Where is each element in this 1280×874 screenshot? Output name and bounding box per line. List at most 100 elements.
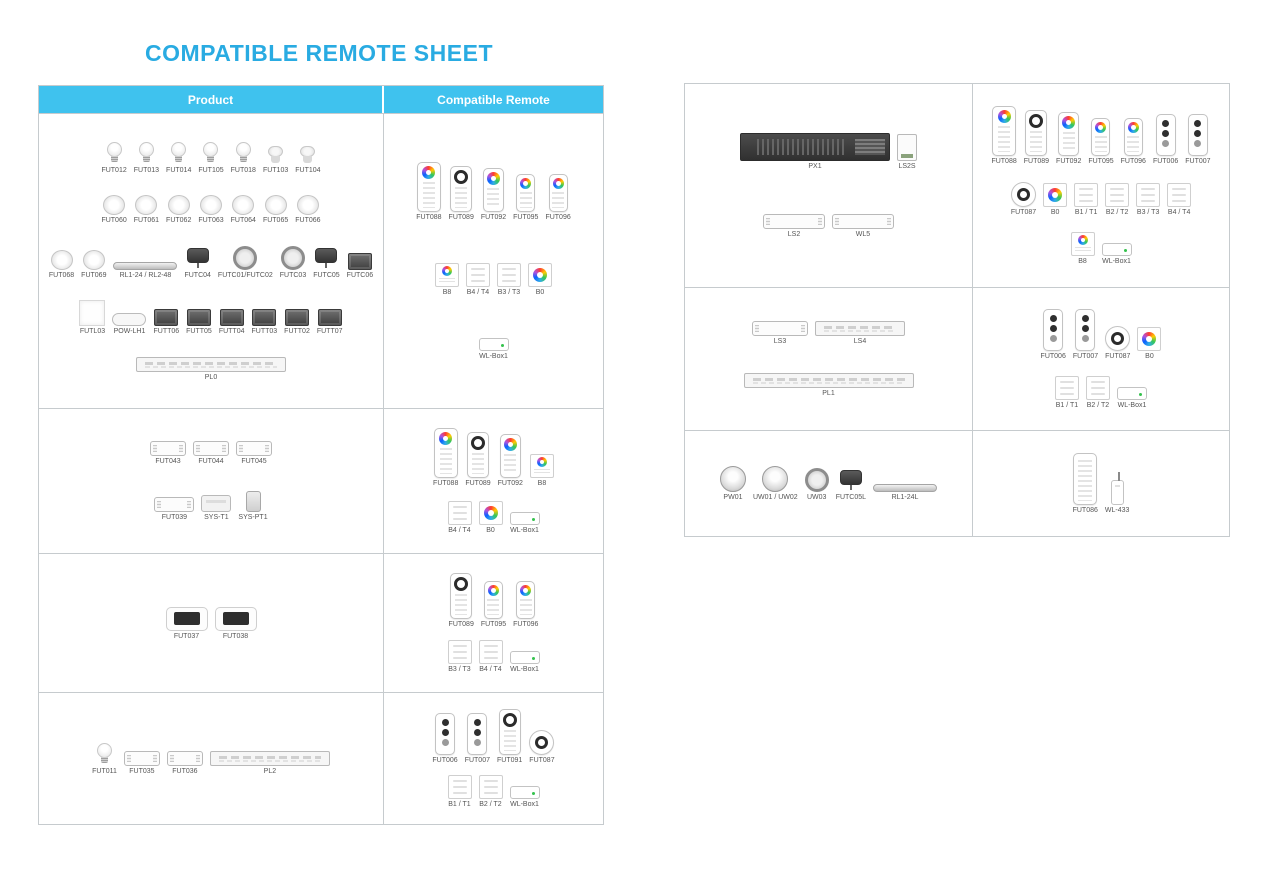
- panel-w-icon: [1105, 182, 1130, 207]
- item-label: FUTC06: [346, 271, 374, 279]
- strip-icon: [136, 356, 286, 372]
- remote-line: WL-Box1: [388, 338, 599, 360]
- item-label: LS3: [773, 338, 787, 346]
- remote-item: FUT095: [1088, 118, 1114, 166]
- remote-item: B1 / T1: [447, 774, 472, 808]
- item-label: FUT014: [166, 166, 192, 174]
- item-label: B4 / T4: [448, 526, 471, 534]
- pool-icon: [719, 466, 746, 492]
- panel-w-icon: [1136, 182, 1161, 207]
- remote-round-icon: [1010, 181, 1036, 207]
- panel-color-icon: [529, 454, 554, 479]
- product-item: FUT066: [295, 195, 321, 224]
- item-label: FUT007: [1185, 158, 1211, 166]
- product-item: FUTT05: [186, 309, 212, 335]
- strip-icon: [815, 321, 905, 337]
- product-item: FUT012: [101, 141, 127, 174]
- product-item: PL0: [136, 356, 286, 381]
- product-item: PX1: [740, 133, 890, 170]
- wlbox-icon: [1117, 386, 1147, 400]
- compatible-remote-cell: FUT086 WL-433: [973, 431, 1229, 536]
- remote-item: B8: [529, 454, 554, 488]
- remote-item: FUT092: [1056, 112, 1081, 165]
- remote-btn-icon: [1075, 309, 1096, 352]
- remote-item: FUT092: [498, 434, 523, 487]
- remote-item: FUT089: [1024, 110, 1049, 165]
- remote-item: FUT087: [1010, 181, 1036, 216]
- product-item: FUT105: [198, 141, 224, 174]
- item-label: B1 / T1: [1055, 401, 1079, 409]
- remote-item: WL-433: [1105, 471, 1129, 514]
- item-label: B8: [537, 480, 547, 488]
- downlight-icon: [103, 195, 126, 215]
- item-label: B4 / T4: [1167, 208, 1191, 216]
- item-label: UW01 / UW02: [752, 494, 798, 501]
- item-label: B3 / T3: [1136, 208, 1160, 216]
- remote-item: FUT095: [481, 580, 506, 628]
- item-label: RL1-24L: [891, 494, 919, 501]
- remote-item: WL-Box1: [509, 785, 540, 808]
- item-label: B2 / T2: [1105, 208, 1129, 216]
- product-item: LS2S: [897, 134, 917, 170]
- panel-w-icon: [1055, 375, 1079, 400]
- remote-item: FUT006: [1153, 114, 1178, 165]
- panel-w-icon: [447, 640, 472, 665]
- product-item: FUT069: [81, 249, 106, 279]
- remote-item: B3 / T3: [1136, 182, 1161, 216]
- product-item: FUT011: [92, 742, 117, 775]
- wlbox-icon: [478, 338, 509, 351]
- item-label: FUT103: [262, 166, 289, 174]
- remote-icon: [482, 168, 504, 212]
- item-label: FUT095: [1088, 158, 1114, 166]
- spot-icon: [300, 145, 316, 165]
- downlight-icon: [82, 249, 105, 270]
- remote-ring-icon: [450, 572, 473, 619]
- remote-item: FUT086: [1073, 453, 1098, 514]
- item-label: FUT035: [129, 767, 155, 775]
- remote-item: B4 / T4: [478, 640, 503, 673]
- product-item: FUT045: [236, 441, 272, 465]
- product-item: FUT035: [123, 750, 160, 775]
- remote-item: FUT096: [513, 580, 538, 628]
- ctrl-icon: [166, 750, 203, 766]
- ctrl-icon: [150, 441, 186, 456]
- remote-ring-icon: [466, 432, 489, 479]
- product-item: LS3: [752, 321, 808, 345]
- bulb-icon: [171, 141, 187, 165]
- panel-w-icon: [1074, 182, 1099, 207]
- item-label: FUT060: [101, 217, 127, 224]
- product-item: FUTT06: [153, 309, 179, 335]
- lsbox-icon: [897, 134, 917, 162]
- item-label: B2 / T2: [1086, 401, 1110, 409]
- remote-item: B4 / T4: [1167, 182, 1192, 216]
- panel-round-icon: [478, 500, 503, 525]
- remote-item: FUT007: [465, 713, 490, 764]
- item-label: FUT087: [1105, 353, 1131, 361]
- remote-item: FUT088: [433, 428, 458, 487]
- remote-sm-icon: [516, 580, 536, 619]
- ctrl-icon: [123, 750, 160, 766]
- product-item: FUTT03: [251, 309, 278, 335]
- bulb-icon: [235, 141, 251, 165]
- item-label: WL-Box1: [1102, 257, 1131, 265]
- remote-lg-icon: [992, 106, 1017, 157]
- item-label: FUT092: [1056, 158, 1082, 166]
- remote-sm-icon: [483, 580, 503, 619]
- remote-round-icon: [529, 730, 555, 756]
- item-label: B2 / T2: [479, 800, 502, 808]
- plug-icon: [245, 491, 261, 512]
- item-label: FUTT03: [251, 328, 278, 335]
- remote-lg-icon: [416, 162, 441, 212]
- remote-btn-icon: [1187, 114, 1208, 157]
